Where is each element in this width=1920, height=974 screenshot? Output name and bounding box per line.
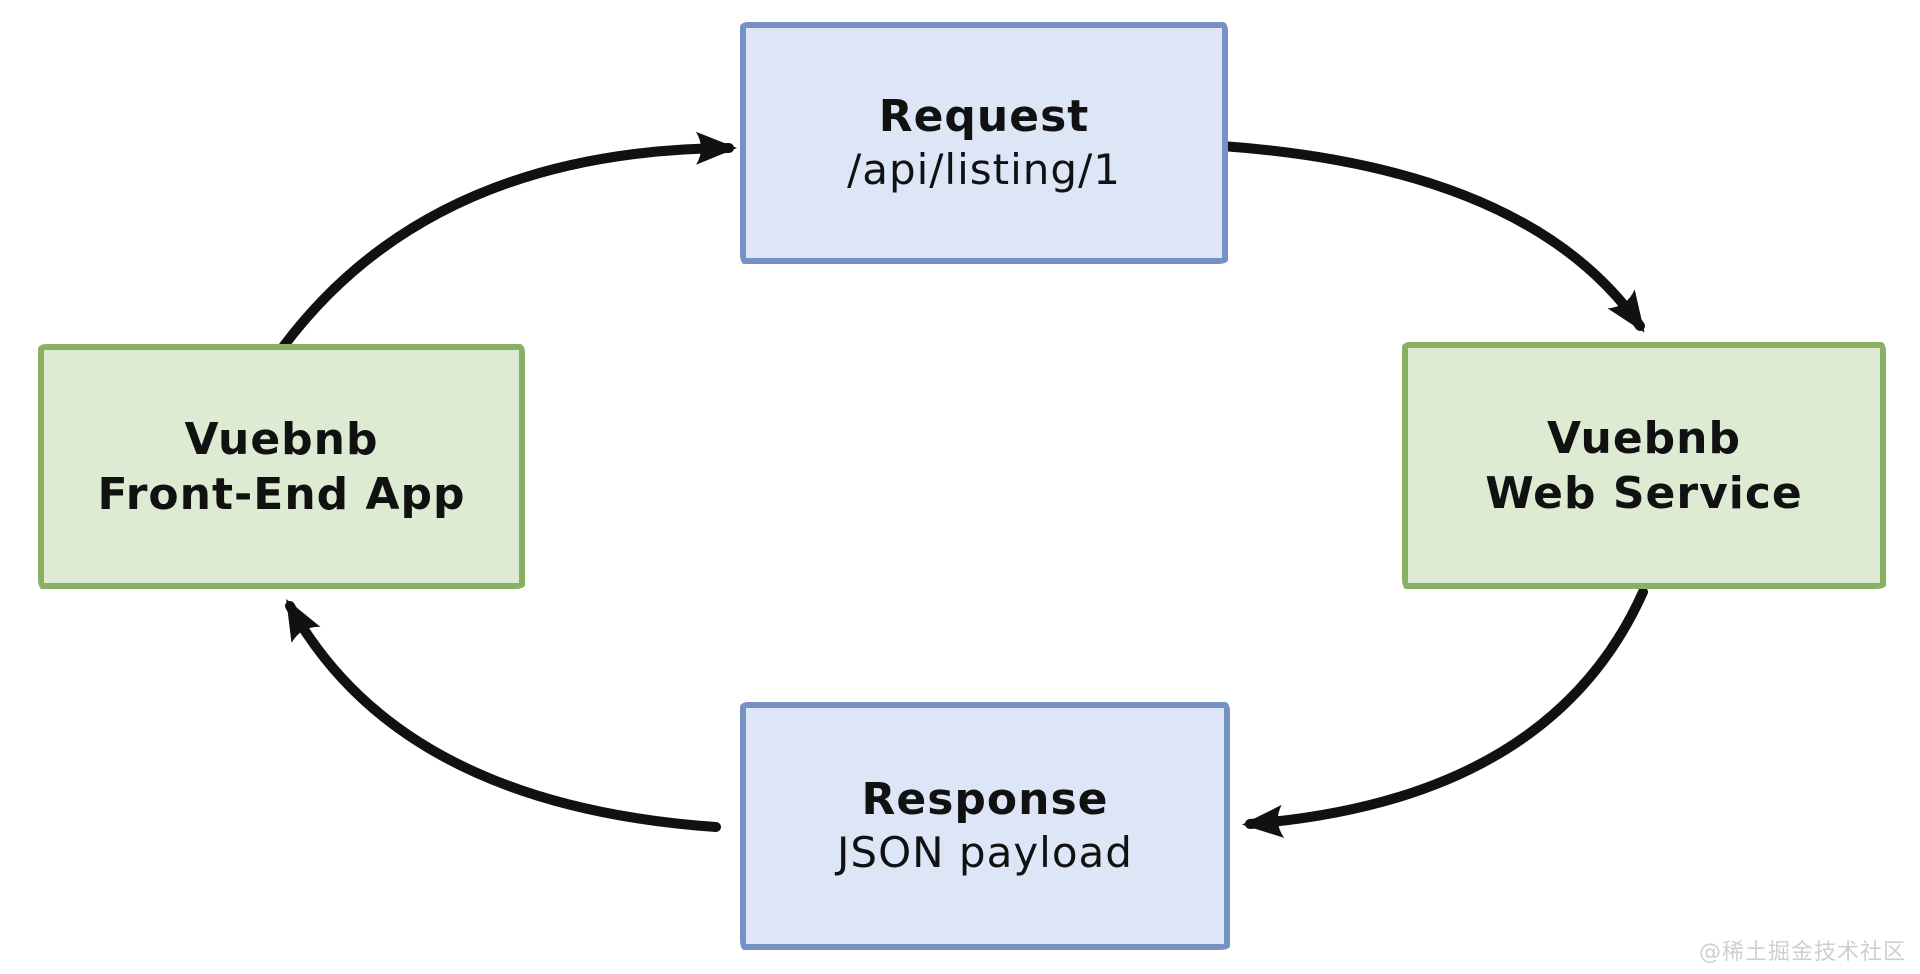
node-response-title: Response — [861, 774, 1109, 826]
node-service-subtitle: Web Service — [1485, 467, 1803, 519]
node-response-subtitle: JSON payload — [837, 828, 1133, 878]
node-frontend-subtitle: Front-End App — [97, 468, 466, 520]
node-frontend-title: Vuebnb — [184, 413, 379, 465]
arrow-service-to-response — [1242, 587, 1648, 838]
node-service-title: Vuebnb — [1547, 412, 1741, 464]
node-frontend-app: Vuebnb Front-End App — [38, 344, 525, 589]
node-request-title: Request — [878, 91, 1090, 143]
node-web-service: Vuebnb Web Service — [1402, 342, 1886, 589]
arrow-frontend-to-request — [278, 131, 737, 352]
arrow-request-to-service — [1217, 141, 1645, 333]
node-request-subtitle: /api/listing/1 — [847, 145, 1121, 195]
node-response: Response JSON payload — [740, 702, 1230, 950]
watermark: @稀土掘金技术社区 — [1698, 940, 1906, 965]
node-request: Request /api/listing/1 — [740, 22, 1228, 264]
arrow-response-to-frontend — [285, 599, 721, 832]
